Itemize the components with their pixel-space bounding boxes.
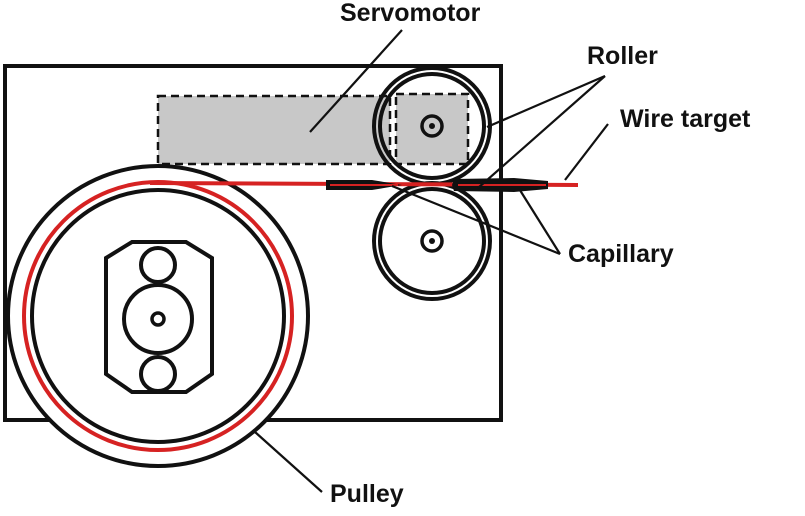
capillary-right — [452, 178, 548, 192]
label-roller: Roller — [587, 42, 658, 70]
wire-target-leader — [564, 123, 609, 181]
capillary-left — [326, 180, 402, 190]
top-roller-axle — [420, 114, 444, 138]
label-servomotor: Servomotor — [340, 0, 481, 27]
roller-leader-1 — [486, 74, 606, 129]
leader-lines — [254, 29, 609, 493]
pulley — [6, 164, 310, 468]
servomotor-leader — [309, 29, 403, 133]
pulley-hub-slot — [104, 240, 214, 394]
label-pulley: Pulley — [330, 480, 404, 508]
pulley-axle — [150, 311, 166, 327]
bottom-roller — [372, 181, 492, 301]
roller-leader-2 — [477, 75, 606, 189]
capillary-leader-2 — [517, 186, 561, 255]
bottom-roller-axle — [420, 229, 444, 253]
label-capillary: Capillary — [568, 240, 674, 268]
pulley-leader — [254, 431, 323, 493]
label-wire-target: Wire target — [620, 105, 751, 133]
capillary-leader-1 — [391, 184, 561, 256]
